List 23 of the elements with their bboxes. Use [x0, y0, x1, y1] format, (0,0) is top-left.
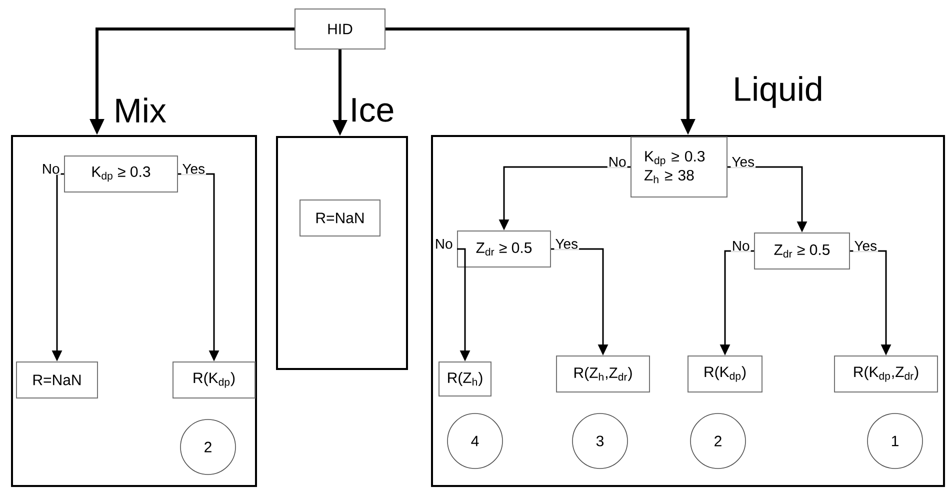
condition-box: R(Z$_{h}$): [438, 362, 492, 396]
condition-box: R(K$_{dp}$): [688, 356, 762, 392]
edge-label: Yes: [181, 163, 206, 175]
condition-box: R=NaN: [16, 362, 98, 398]
edge-label: Yes: [730, 156, 756, 168]
condition-box: R(K$_{dp}$,Z$_{dr}$): [834, 356, 938, 392]
condition-box: K$_{dp}$ ≥ 0.3 Z$_{h}$ ≥ 38: [630, 136, 728, 198]
edge-label: No: [434, 238, 454, 250]
condition-box: HID: [294, 8, 386, 50]
edge-label: Yes: [554, 238, 580, 250]
panel-heading: Mix: [116, 98, 166, 122]
edge-label: Yes: [853, 240, 878, 252]
panel-heading: Liquid: [735, 76, 822, 108]
condition-box: K$_{dp}$ ≥ 0.3: [64, 156, 178, 192]
edge-label: No: [607, 156, 628, 168]
condition-box: Z$_{dr}$ ≥ 0.5: [754, 232, 850, 270]
condition-box: R(K$_{dp}$): [172, 362, 256, 398]
condition-box: R=NaN: [300, 200, 380, 236]
edge-label: No: [730, 240, 751, 252]
condition-box: Z$_{dr}$ ≥ 0.5: [457, 230, 551, 268]
edge-label: No: [40, 163, 61, 175]
panel-heading: Ice: [352, 98, 394, 122]
condition-box: R(Z$_{h}$,Z$_{dr}$): [556, 356, 650, 392]
